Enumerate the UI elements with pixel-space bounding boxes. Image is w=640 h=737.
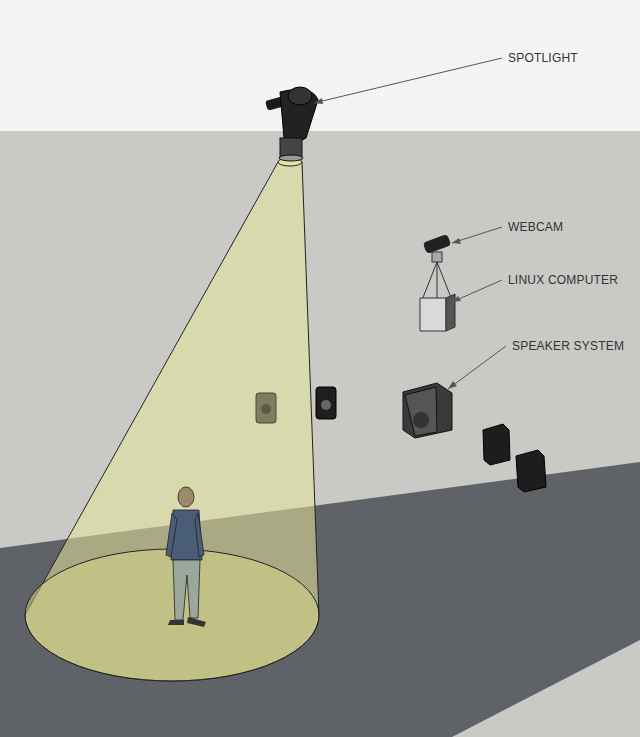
leader-line (314, 58, 506, 389)
spotlight-fixture (265, 87, 318, 161)
linux-computer (420, 294, 455, 331)
callout-label: LINUX COMPUTER (508, 273, 618, 287)
wall-device (256, 387, 336, 423)
callout-label: SPOTLIGHT (508, 51, 578, 65)
speaker-system (403, 383, 546, 492)
webcam-tripod (422, 234, 452, 300)
person-figure (166, 487, 206, 627)
light-cone (25, 158, 319, 681)
wall (0, 131, 640, 737)
sky (0, 0, 640, 131)
callout-label: WEBCAM (508, 220, 563, 234)
callout-label: SPEAKER SYSTEM (512, 339, 624, 353)
leader-arrowhead (314, 98, 461, 389)
